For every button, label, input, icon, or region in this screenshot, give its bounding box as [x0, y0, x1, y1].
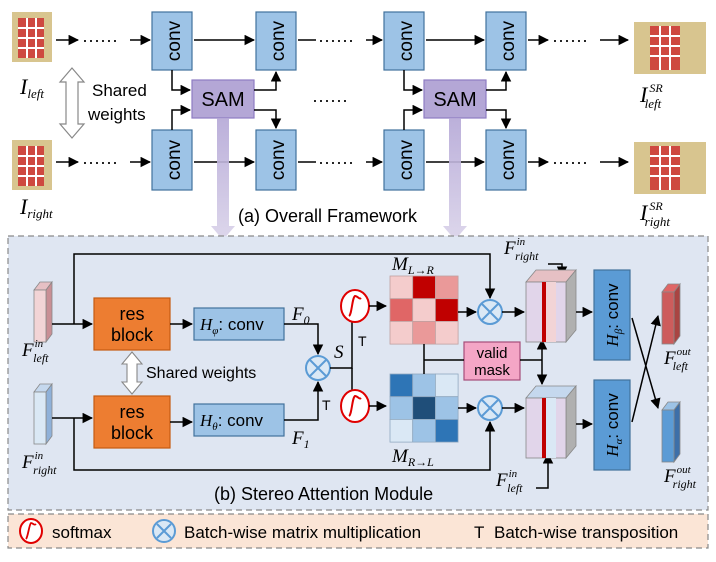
h-phi-conv: Hφ: conv [193, 307, 285, 341]
shared-weights-top-2: weights [87, 105, 146, 124]
conv-box-8: conv [485, 129, 527, 191]
f-out-left-cube [661, 282, 681, 346]
caption-b: (b) Stereo Attention Module [214, 484, 433, 504]
concat-cube-bottom [525, 384, 577, 460]
f1-label: F1 [291, 428, 310, 451]
f-in-right-cube [33, 382, 53, 446]
matrix-r-to-l [389, 373, 459, 443]
image-left-input [12, 12, 52, 62]
svg-text:Hα: conv: Hα: conv [603, 393, 625, 458]
softmax-legend-icon [19, 518, 43, 544]
legend-t: T [474, 523, 484, 542]
conv-box-7: conv [383, 129, 425, 191]
conv-box-2: conv [255, 11, 297, 71]
svg-text:SAM: SAM [433, 89, 476, 111]
dots-3: ······ [552, 30, 588, 50]
dots-5: ······ [318, 152, 354, 172]
sam-panel [7, 235, 709, 511]
h-theta-conv: Hθ: conv [193, 403, 285, 437]
svg-text:conv: conv [498, 139, 519, 180]
legend: softmax Batch-wise matrix multiplication… [7, 513, 709, 549]
legend-softmax: softmax [52, 523, 112, 542]
h-beta-conv: Hβ: conv [593, 269, 631, 361]
shared-weights-top-1: Shared [92, 81, 147, 100]
res-block-bottom: res block [93, 395, 171, 449]
h-alpha-conv: Hα: conv [593, 379, 631, 471]
image-left-output [634, 22, 706, 74]
matrix-l-to-r [389, 275, 459, 345]
softmax-bottom [340, 389, 370, 423]
dots-1: ······ [82, 30, 118, 50]
caption-a: (a) Overall Framework [238, 206, 418, 226]
t-mark-right: T [358, 333, 367, 349]
svg-text:SAM: SAM [201, 89, 244, 111]
svg-text:block: block [111, 423, 154, 443]
valid-mask-box: valid mask [463, 341, 521, 381]
dots-mid: ······ [312, 90, 348, 110]
dots-4: ······ [82, 152, 118, 172]
conv-box-1: conv [151, 11, 193, 71]
conv-box-5: conv [151, 129, 193, 191]
svg-text:res: res [119, 402, 144, 422]
multiply-center [305, 355, 331, 381]
s-label: S [334, 342, 344, 363]
svg-text:conv: conv [396, 139, 417, 180]
i-right-label: Iright [19, 194, 53, 221]
conv-box-4: conv [485, 11, 527, 71]
svg-text:Hφ: conv: Hφ: conv [199, 315, 264, 337]
svg-text:block: block [111, 325, 154, 345]
svg-text:conv: conv [268, 139, 289, 180]
svg-text:conv: conv [396, 20, 417, 61]
legend-mult: Batch-wise matrix multiplication [184, 523, 421, 542]
conv-box-6: conv [255, 129, 297, 191]
sam-box-1: SAM [191, 79, 255, 119]
shared-weights-bottom: Shared weights [146, 365, 256, 382]
m-lr-label: ML→R [391, 254, 435, 277]
f-in-left-cube [33, 280, 53, 344]
shared-weights-arrow [58, 67, 86, 139]
svg-text:conv: conv [164, 139, 185, 180]
svg-text:res: res [119, 304, 144, 324]
svg-text:valid: valid [477, 345, 508, 362]
f0-label: F0 [291, 304, 310, 327]
svg-text:conv: conv [164, 20, 185, 61]
image-right-output [634, 142, 706, 194]
zoom-arrow-2 [443, 118, 467, 240]
zoom-arrow-1 [211, 118, 235, 240]
conv-box-3: conv [383, 11, 425, 71]
concat-cube-top [525, 268, 577, 344]
svg-text:mask: mask [474, 362, 510, 379]
i-left-label: Ileft [19, 74, 44, 101]
svg-text:Hθ: conv: Hθ: conv [199, 411, 264, 433]
svg-text:conv: conv [268, 20, 289, 61]
t-mark-left: T [322, 397, 331, 413]
m-rl-label: MR→L [391, 446, 434, 469]
multiply-top [477, 299, 503, 325]
shared-weights-bottom-arrow [120, 351, 144, 395]
svg-text:conv: conv [498, 20, 519, 61]
multiply-bottom [477, 395, 503, 421]
svg-text:Hβ: conv: Hβ: conv [603, 283, 625, 348]
legend-transpose: Batch-wise transposition [494, 523, 678, 542]
res-block-top: res block [93, 297, 171, 351]
dots-2: ······ [318, 30, 354, 50]
dots-6: ······ [552, 152, 588, 172]
f-out-right-cube [661, 400, 681, 464]
multiply-legend-icon [152, 519, 176, 543]
softmax-top [340, 289, 370, 323]
image-right-input [12, 140, 52, 190]
sam-box-2: SAM [423, 79, 487, 119]
